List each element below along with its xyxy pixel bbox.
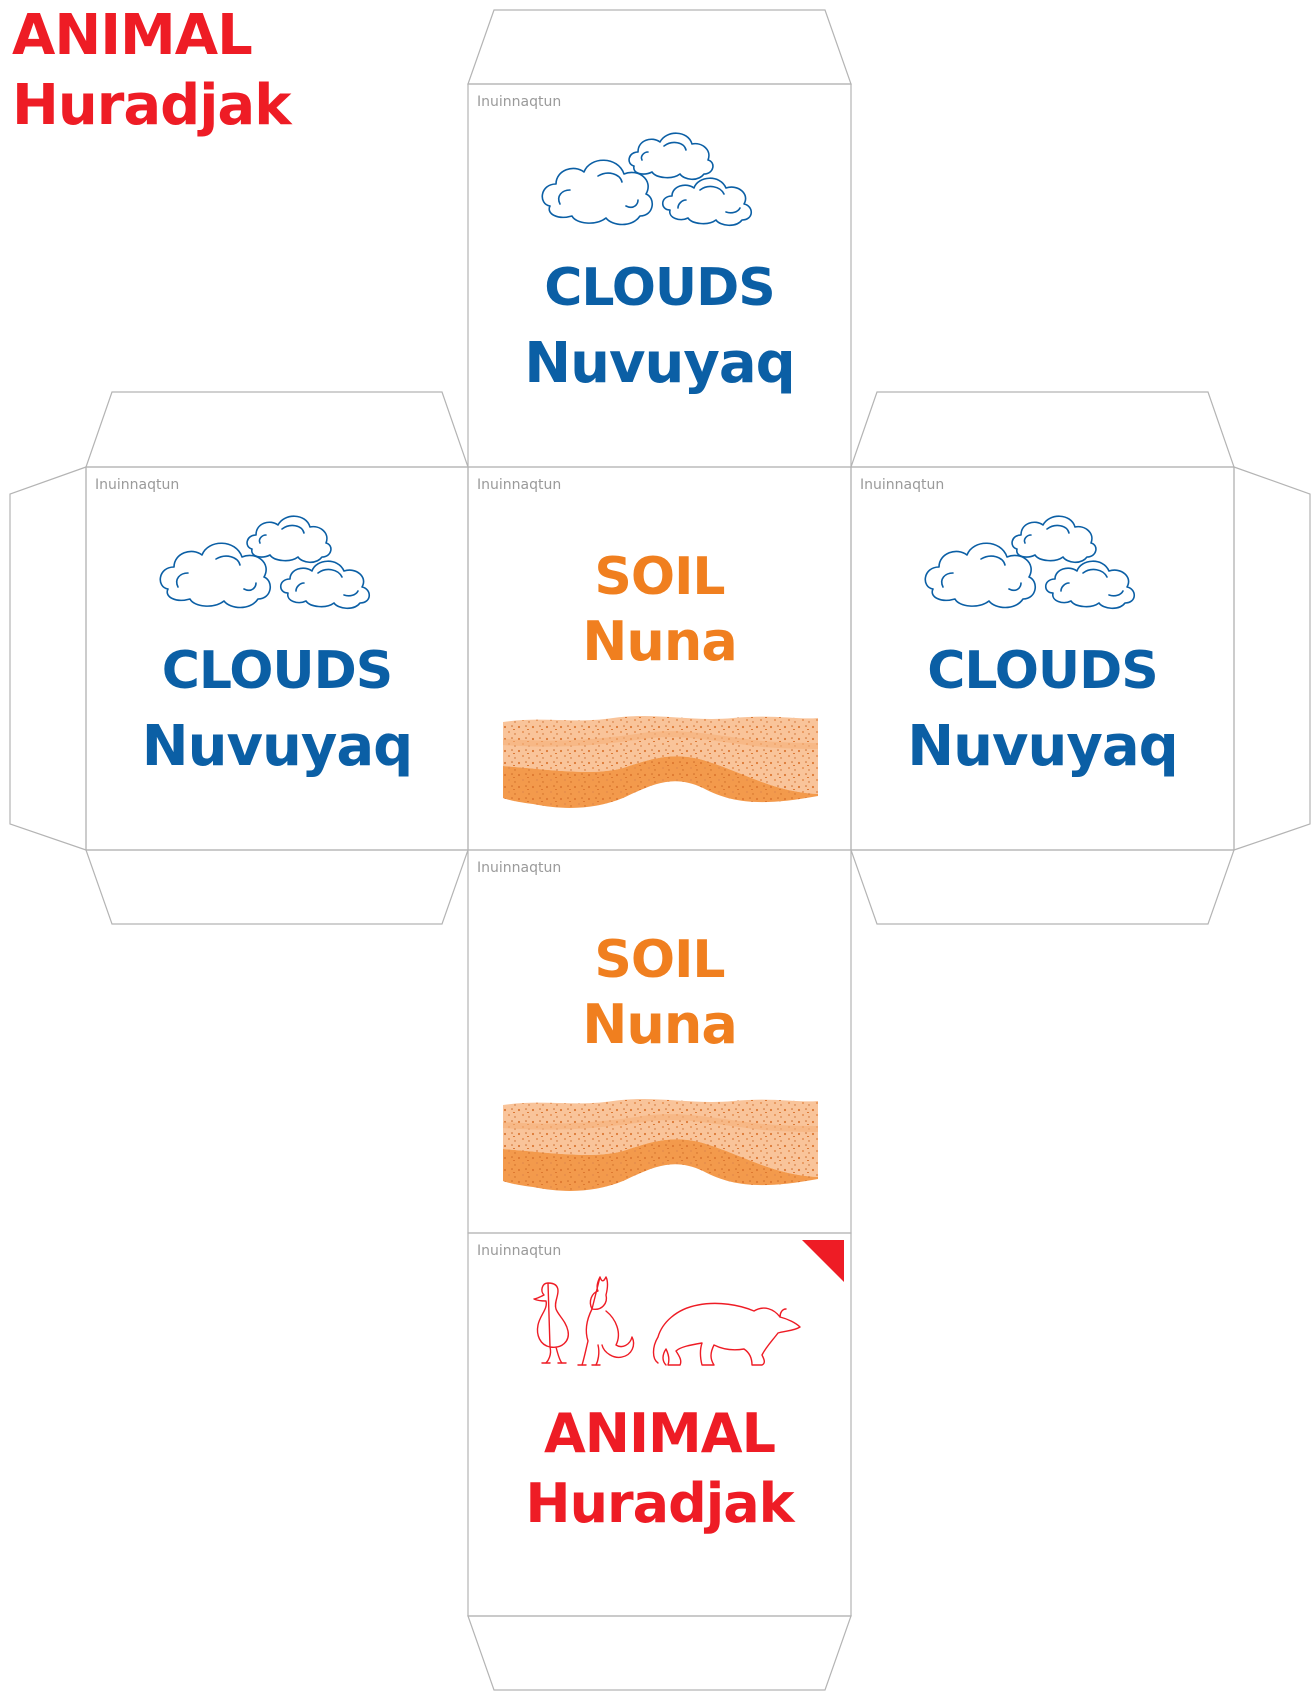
face-title: SOIL [594,547,725,607]
language-tag: Inuinnaqtun [95,477,180,493]
face-subtitle: Huradjak [525,1472,794,1535]
face-left: Inuinnaqtun CLOUDS Nuvuyaq [86,467,468,850]
face-subtitle: Nuvuyaq [907,714,1178,779]
language-tag: Inuinnaqtun [860,477,945,493]
face-right: Inuinnaqtun CLOUDS Nuvuyaq [851,467,1234,850]
tab-right-top [850,391,1235,468]
language-tag: Inuinnaqtun [477,477,562,493]
tab-right-bottom [850,849,1235,925]
face-title: CLOUDS [544,258,776,318]
tab-top [467,9,852,85]
face-title: SOIL [594,930,725,990]
face-bottom: Inuinnaqtun ANIMAL Huradjak [468,1233,851,1616]
face-subtitle: Nuvuyaq [524,331,795,396]
face-subtitle: Nuna [582,993,738,1056]
soil-illustration-icon [503,712,818,812]
corner-subtitle: Huradjak [12,73,291,138]
clouds-illustration-icon [538,124,778,234]
soil-illustration-icon [503,1095,818,1195]
face-title: CLOUDS [161,641,394,701]
corner-title: ANIMAL [12,3,253,68]
language-tag: Inuinnaqtun [477,1243,562,1259]
language-tag: Inuinnaqtun [477,860,562,876]
animals-illustration-icon [518,1275,803,1375]
tab-bottom [467,1615,852,1691]
tab-left-side [9,466,87,851]
clouds-illustration-icon [921,507,1161,617]
clouds-illustration-icon [156,507,396,617]
face-center: Inuinnaqtun SOIL Nuna [468,467,851,850]
face-title: ANIMAL [543,1402,776,1465]
tab-left-top [85,391,469,468]
face-title: CLOUDS [927,641,1159,701]
red-corner-triangle-icon [802,1240,844,1282]
face-lower: Inuinnaqtun SOIL Nuna [468,850,851,1233]
tab-right-side [1233,466,1311,851]
language-tag: Inuinnaqtun [477,94,562,110]
tab-left-bottom [85,849,469,925]
face-subtitle: Nuna [582,610,738,673]
face-subtitle: Nuvuyaq [141,714,413,779]
face-top: Inuinnaqtun CLOUDS Nuvuyaq [468,84,851,467]
